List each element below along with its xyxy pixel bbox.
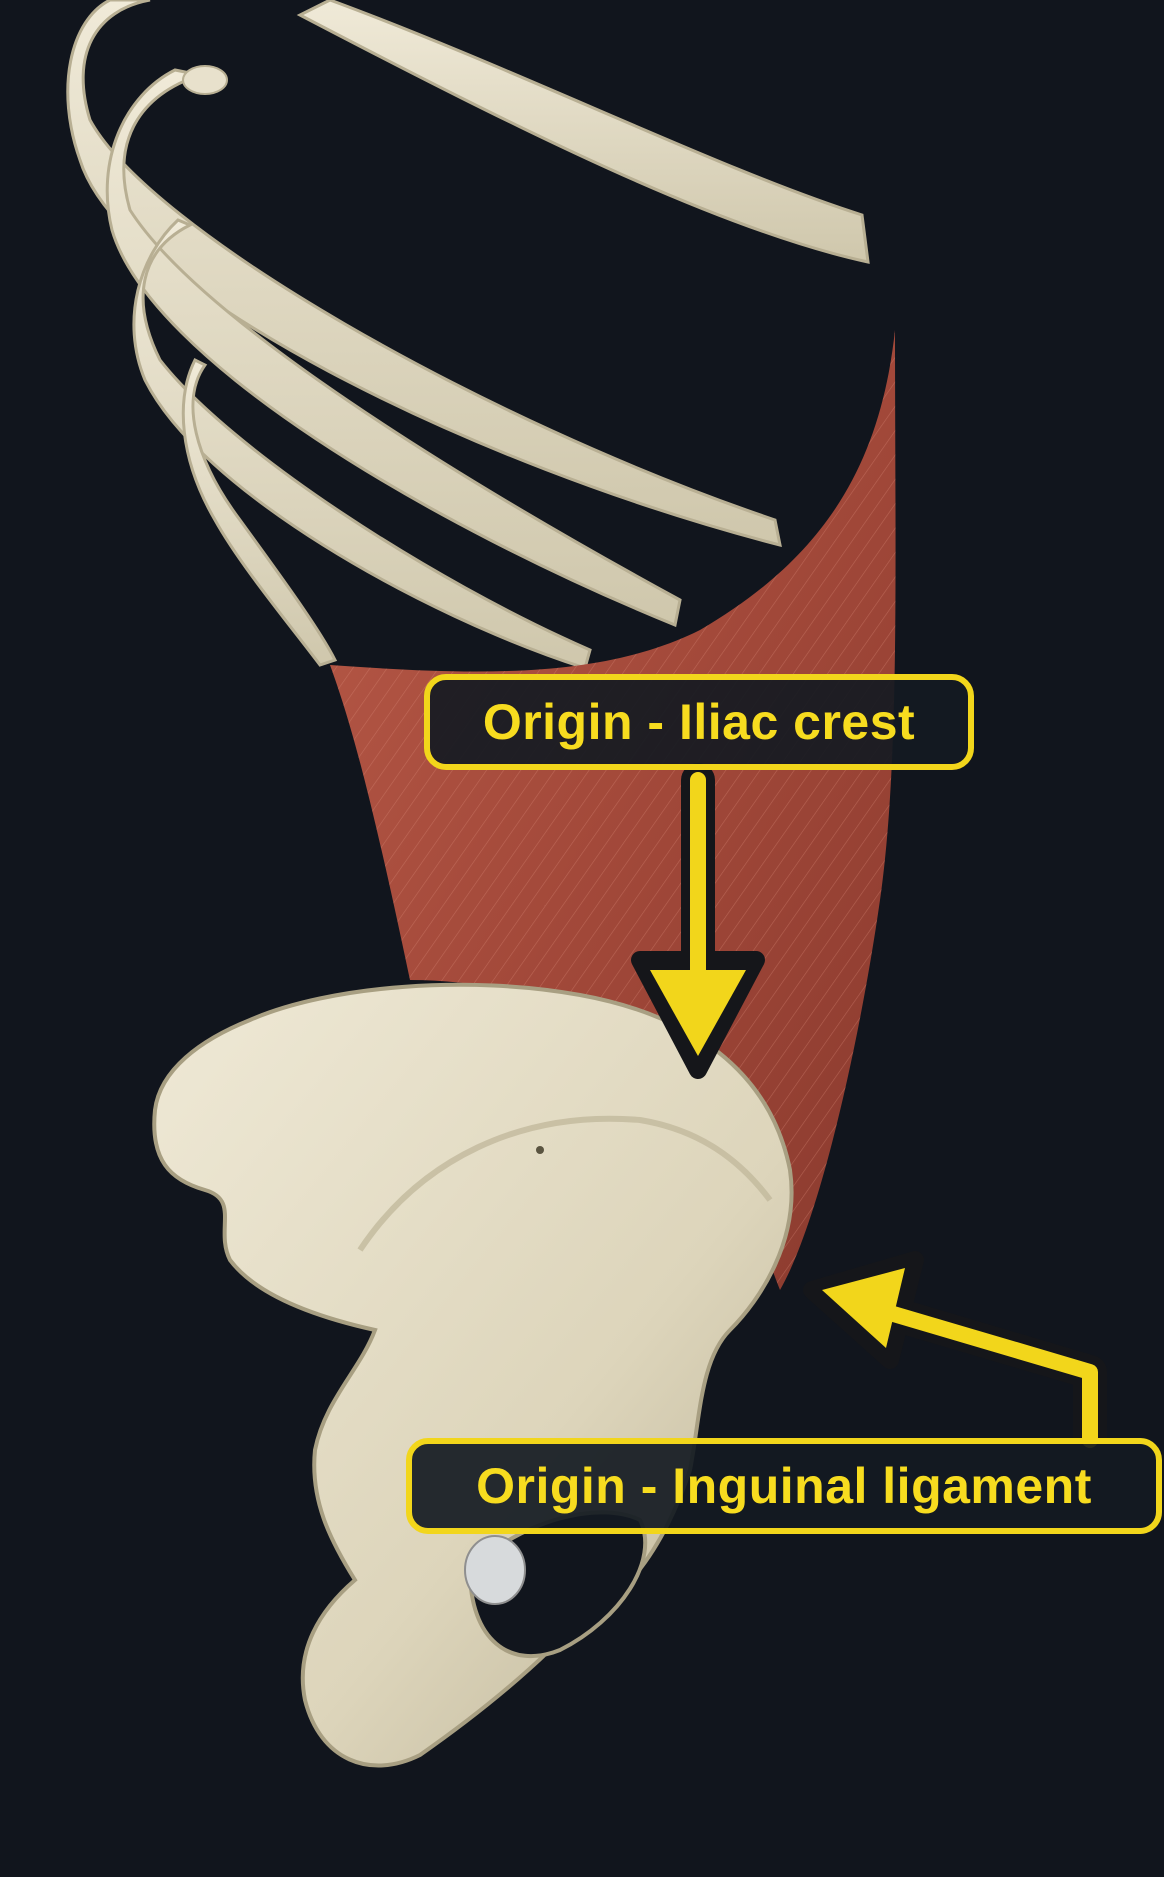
iliac-fossa-ridge xyxy=(357,1115,773,1252)
iliac-crest-origin-label: Origin - Iliac crest xyxy=(424,674,974,770)
rib-2 xyxy=(105,68,682,628)
rib-cage xyxy=(66,0,870,670)
hip-bone xyxy=(152,982,794,1768)
inguinal-ligament-origin-label: Origin - Inguinal ligament xyxy=(406,1438,1162,1534)
rib-1 xyxy=(66,0,782,548)
acetabulum-cartilage xyxy=(464,1535,526,1605)
arrow-inguinal-ligament xyxy=(803,1251,1107,1457)
nutrient-foramen xyxy=(536,1146,544,1154)
internal-oblique-muscle xyxy=(330,330,896,1290)
rib-head-1 xyxy=(182,65,228,95)
rib-4 xyxy=(181,357,338,667)
arrow-iliac-crest xyxy=(631,763,765,1079)
rib-upper xyxy=(296,0,870,264)
